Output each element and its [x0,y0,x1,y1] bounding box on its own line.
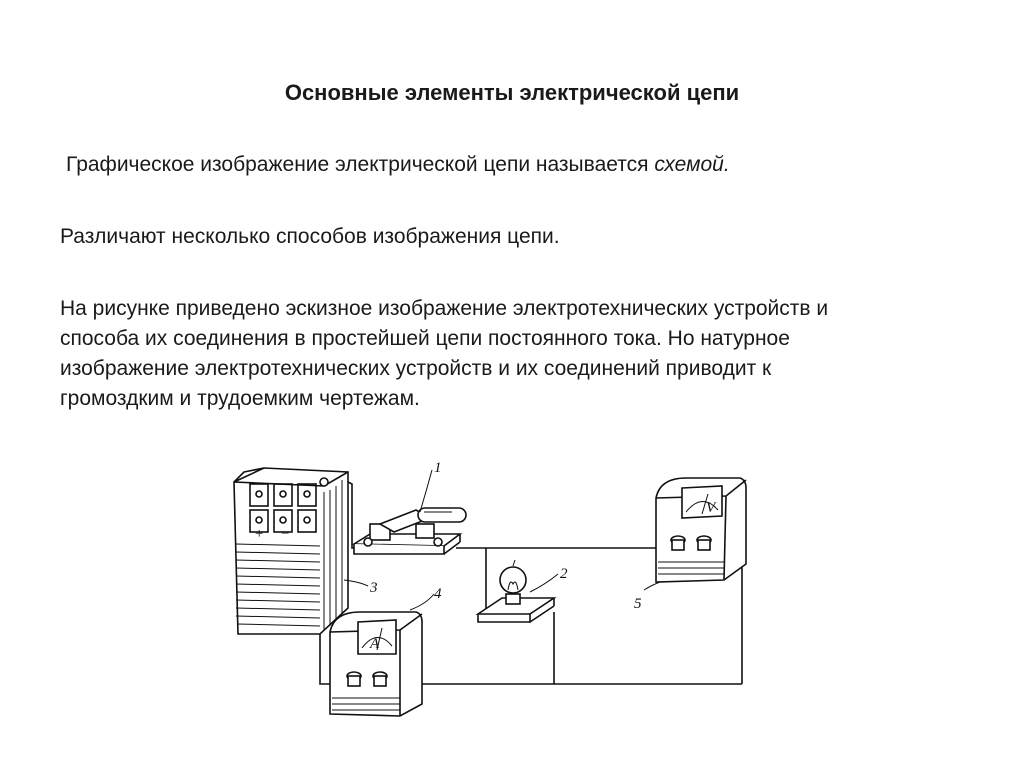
paragraph-line: громоздким и трудоемким чертежам. [60,387,420,410]
callout-3: 3 [369,580,378,596]
ammeter-icon: A [329,611,423,717]
lamp-icon [475,559,557,623]
emphasis-term: схемой. [654,153,730,176]
voltmeter-symbol: V [706,500,717,516]
callout-5: 5 [634,596,642,612]
paragraph-line: способа их соединения в простейшей цепи … [60,327,790,350]
battery-icon: + − [233,467,349,635]
voltmeter-icon: V [655,477,747,583]
battery-plus-label: + [254,526,264,542]
paragraph-definition-text: Графическое изображение электрической це… [66,153,655,176]
paragraph-description: На рисунке приведено эскизное изображени… [60,294,960,414]
circuit-sketch-figure: + − [220,462,780,722]
ammeter-symbol: A [369,636,380,652]
paragraph-line: изображение электротехнических устройств… [60,357,772,380]
callout-2: 2 [560,566,568,582]
callout-4: 4 [434,586,442,602]
callout-1: 1 [434,462,442,476]
paragraph-line: На рисунке приведено эскизное изображени… [60,297,829,320]
callout-leaders [343,469,661,611]
paragraph-definition: Графическое изображение электрической це… [66,150,730,180]
switch-icon [351,507,467,555]
slide-title: Основные элементы электрической цепи [284,80,740,105]
battery-minus-label: − [280,526,290,542]
paragraph-methods: Различают несколько способов изображения… [60,225,560,248]
